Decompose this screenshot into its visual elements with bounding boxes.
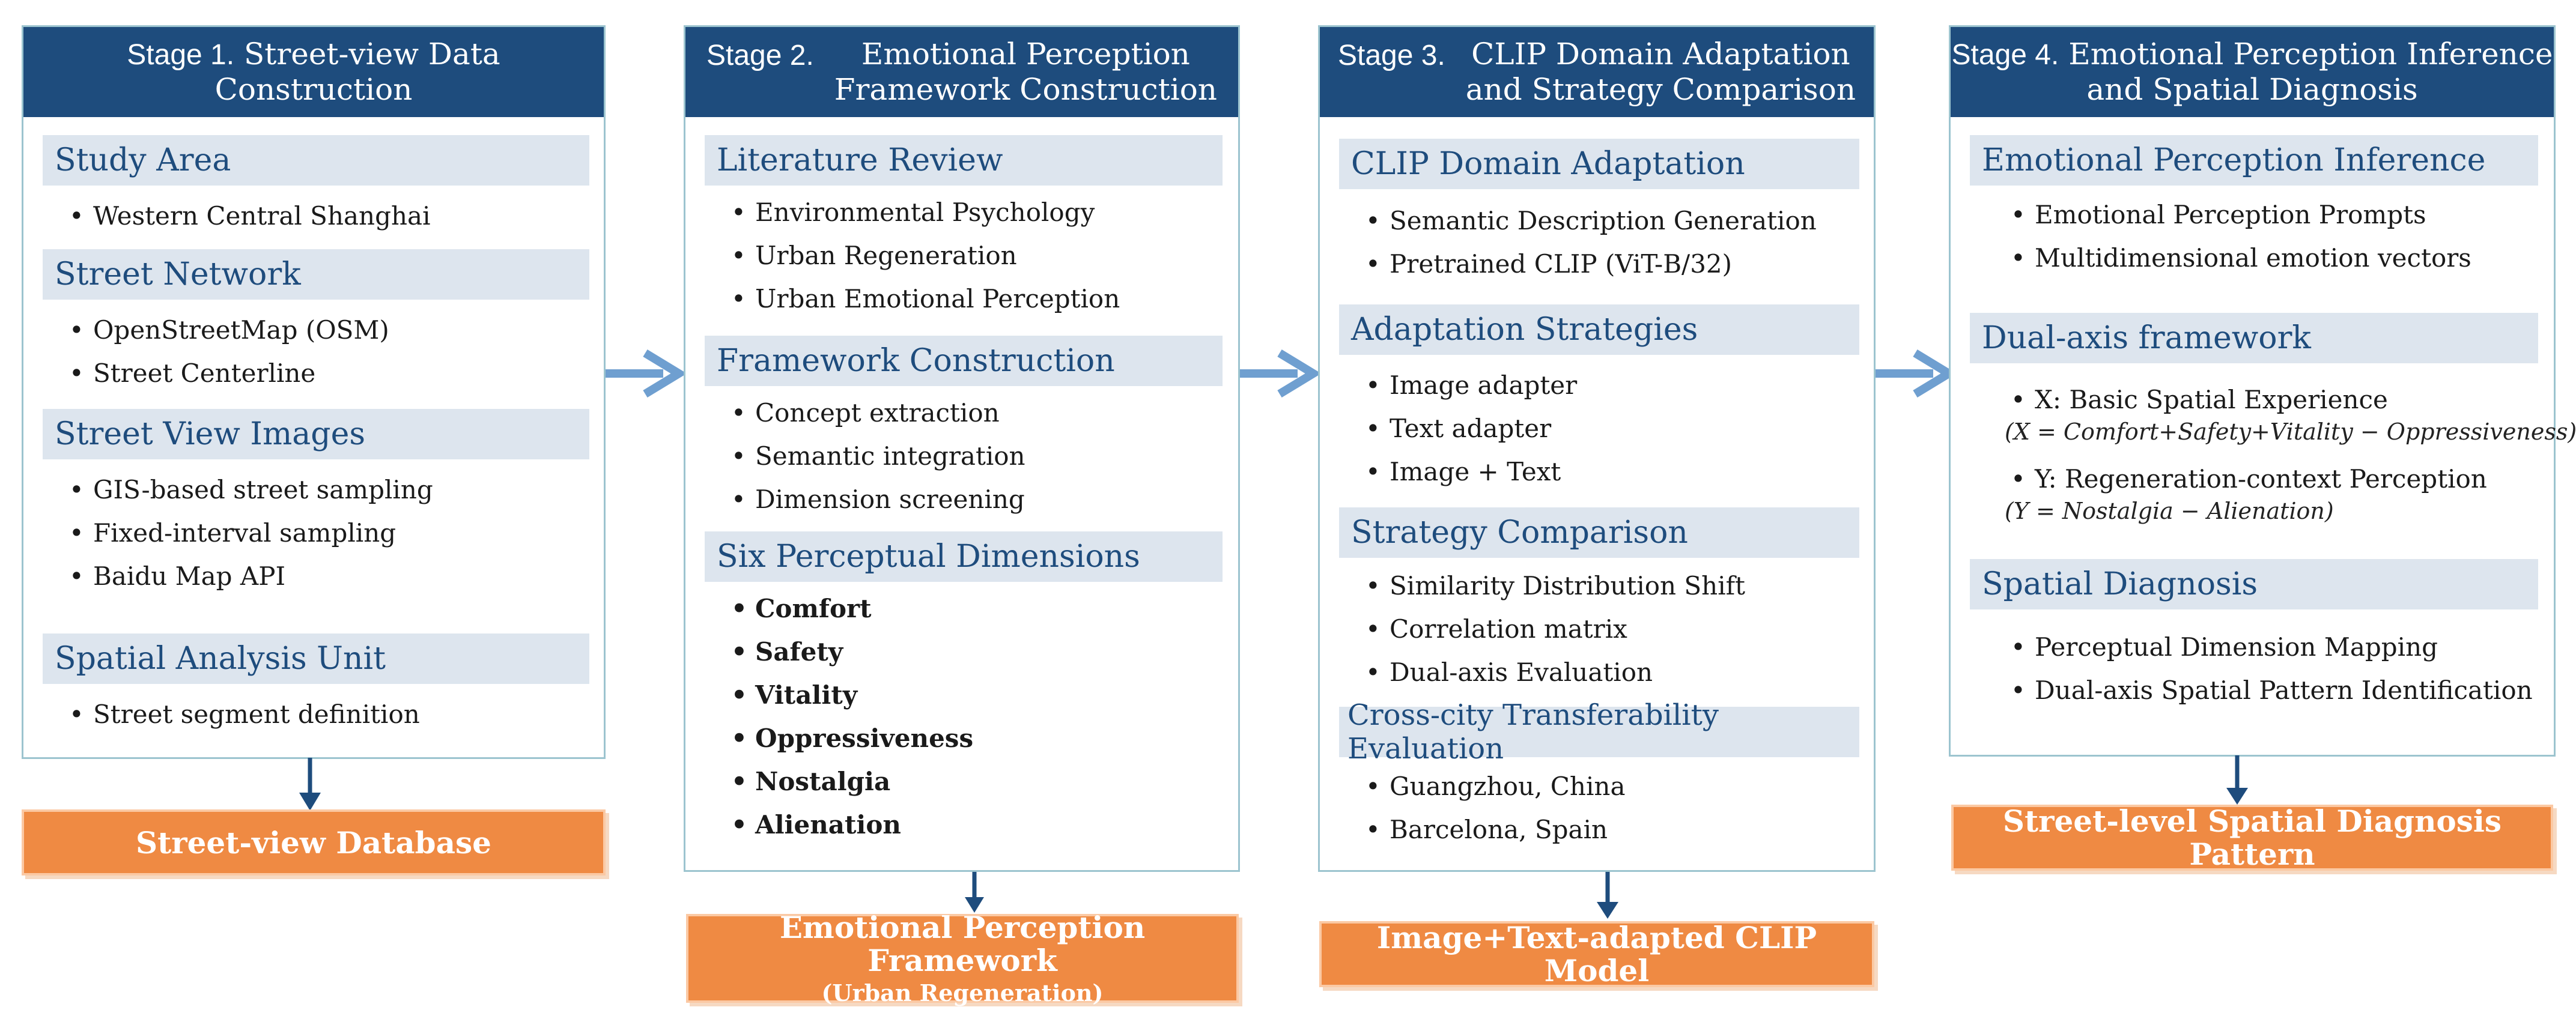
stage4-panel: Stage 4. Emotional Perception Inference …	[1949, 25, 2576, 757]
stage4-prefix: Stage 4.	[1951, 38, 2059, 71]
list-item: •Text adapter	[1365, 414, 1552, 443]
list-item: •Alienation	[731, 810, 901, 839]
list-item: •Similarity Distribution Shift	[1365, 571, 1746, 600]
stage3-section-transferability: Cross-city Transferability Evaluation	[1339, 698, 1859, 766]
stage4-output: Street-level Spatial Diagnosis Pattern	[1951, 805, 2553, 871]
stage4-header: Stage 4. Emotional Perception Inference …	[1951, 27, 2554, 117]
list-item: •Semantic integration	[731, 441, 1025, 471]
arrow-stage2-to-stage3	[1240, 349, 1320, 398]
stage2-title-line1: Emotional Perception	[861, 37, 1190, 71]
list-item: •Image + Text	[1365, 457, 1561, 486]
stage1-header: Stage 1. Street-view Data Construction	[23, 27, 604, 117]
list-item: •Y: Regeneration-context Perception	[2011, 464, 2487, 494]
stage4-down-arrow	[2226, 755, 2248, 805]
list-item: •Environmental Psychology	[731, 198, 1095, 227]
list-item: •X: Basic Spatial Experience	[2011, 385, 2388, 414]
stage3-title-line1: CLIP Domain Adaptation	[1471, 37, 1850, 71]
list-item: •Dual-axis Evaluation	[1365, 658, 1653, 687]
stage1-prefix: Stage 1.	[127, 38, 235, 71]
stage3-section-comparison: Strategy Comparison	[1339, 507, 1859, 558]
stage4-section-inference: Emotional Perception Inference	[1970, 135, 2538, 186]
list-item: •Comfort	[731, 594, 872, 623]
stage4-title-line2: and Spatial Diagnosis	[2086, 72, 2418, 107]
list-item: •Barcelona, Spain	[1365, 815, 1608, 844]
stage1-panel: Stage 1. Street-view Data Construction S…	[22, 25, 606, 759]
list-item: •Emotional Perception Prompts	[2011, 200, 2426, 229]
list-item: •Guangzhou, China	[1365, 772, 1626, 801]
x-axis-formula: (X = Comfort+Safety+Vitality − Oppressiv…	[2005, 419, 2576, 445]
list-item: •Image adapter	[1365, 370, 1578, 400]
list-item: •Multidimensional emotion vectors	[2011, 243, 2471, 273]
stage1-section-street-network: Street Network	[43, 249, 589, 300]
stage3-section-clip: CLIP Domain Adaptation	[1339, 139, 1859, 189]
stage2-section-dimensions: Six Perceptual Dimensions	[705, 531, 1223, 582]
list-item: •Dimension screening	[731, 485, 1025, 514]
list-item: •Baidu Map API	[69, 561, 286, 591]
stage4-title-line1: Emotional Perception Inference	[2068, 36, 2553, 71]
list-item: •Street Centerline	[69, 358, 316, 388]
list-item: •Nostalgia	[731, 767, 891, 796]
stage1-section-study-area: Study Area	[43, 135, 589, 186]
stage2-down-arrow	[965, 872, 984, 913]
stage2-section-literature: Literature Review	[705, 135, 1223, 186]
list-item: •Vitality	[731, 680, 858, 710]
arrow-stage3-to-stage4	[1876, 349, 1956, 398]
stage4-section-dual-axis: Dual-axis framework	[1970, 313, 2538, 363]
y-axis-formula: (Y = Nostalgia − Alienation)	[2005, 498, 2334, 524]
list-item: •GIS-based street sampling	[69, 475, 433, 504]
stage1-output: Street-view Database	[22, 809, 606, 875]
list-item: •Street segment definition	[69, 700, 420, 729]
list-item: •Correlation matrix	[1365, 614, 1627, 644]
arrow-stage1-to-stage2	[606, 349, 686, 398]
stage3-section-strategies: Adaptation Strategies	[1339, 304, 1859, 355]
list-item: •Western Central Shanghai	[69, 201, 431, 231]
list-item: •Urban Emotional Perception	[731, 284, 1120, 313]
list-item: •OpenStreetMap (OSM)	[69, 315, 389, 345]
stage2-title-line2: Framework Construction	[834, 72, 1218, 107]
stage1-title: Street-view Data Construction	[214, 36, 500, 107]
stage1-section-spatial-unit: Spatial Analysis Unit	[43, 633, 589, 684]
stage2-prefix: Stage 2.	[706, 40, 814, 71]
list-item: •Fixed-interval sampling	[69, 518, 396, 548]
list-item: •Semantic Description Generation	[1365, 206, 1817, 235]
list-item: •Concept extraction	[731, 398, 1000, 428]
stage3-prefix: Stage 3.	[1337, 40, 1445, 71]
list-item: •Dual-axis Spatial Pattern Identificatio…	[2011, 676, 2533, 705]
stage2-section-framework: Framework Construction	[705, 336, 1223, 386]
stage3-output: Image+Text-adapted CLIP Model	[1319, 921, 1874, 987]
list-item: •Safety	[731, 637, 843, 667]
list-item: •Pretrained CLIP (ViT-B/32)	[1365, 249, 1733, 279]
list-item: •Urban Regeneration	[731, 241, 1017, 270]
stage3-title-line2: and Strategy Comparison	[1465, 72, 1856, 107]
stage2-output: Emotional Perception Framework (Urban Re…	[686, 911, 1239, 1005]
stage3-down-arrow	[1597, 872, 1618, 919]
stage1-section-street-view-images: Street View Images	[43, 409, 589, 459]
list-item: •Oppressiveness	[731, 724, 974, 753]
stage1-down-arrow	[299, 758, 321, 811]
stage4-section-spatial-diagnosis: Spatial Diagnosis	[1970, 559, 2538, 609]
list-item: •Perceptual Dimension Mapping	[2011, 632, 2438, 662]
